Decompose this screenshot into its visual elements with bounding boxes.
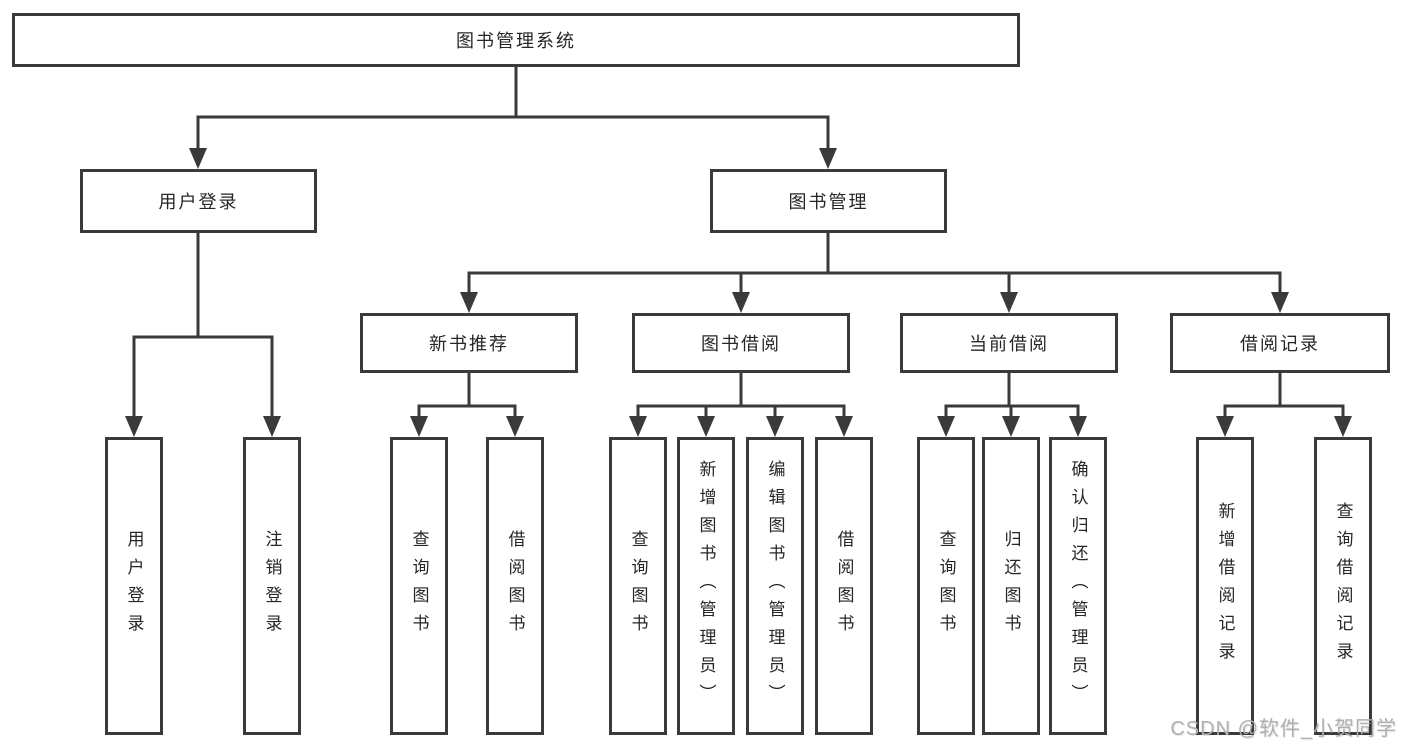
leaf-confirm-return-admin-label: 确认归还（管理员） <box>1068 460 1088 712</box>
node-current-borrow-label: 当前借阅 <box>969 334 1049 354</box>
node-book-management-label: 图书管理 <box>788 192 869 212</box>
leaf-query-books-current: 查询图书 <box>917 437 975 735</box>
node-borrow-records: 借阅记录 <box>1170 313 1390 373</box>
leaf-add-borrow-record: 新增借阅记录 <box>1196 437 1254 735</box>
leaf-borrow-books-recommend: 借阅图书 <box>486 437 544 735</box>
leaf-query-borrow-record-label: 查询借阅记录 <box>1333 502 1353 670</box>
node-book-borrow: 图书借阅 <box>632 313 850 373</box>
leaf-return-book-label: 归还图书 <box>1001 530 1021 642</box>
leaf-query-books-recommend: 查询图书 <box>390 437 448 735</box>
leaf-edit-book-admin-label: 编辑图书（管理员） <box>765 460 785 712</box>
leaf-query-borrow-record: 查询借阅记录 <box>1314 437 1372 735</box>
leaf-edit-book-admin: 编辑图书（管理员） <box>746 437 804 735</box>
node-root: 图书管理系统 <box>12 13 1020 67</box>
leaf-query-books-borrow-label: 查询图书 <box>628 530 648 642</box>
leaf-add-book-admin: 新增图书（管理员） <box>677 437 735 735</box>
leaf-return-book: 归还图书 <box>982 437 1040 735</box>
node-root-label: 图书管理系统 <box>456 31 576 51</box>
leaf-add-book-admin-label: 新增图书（管理员） <box>696 460 716 712</box>
leaf-add-borrow-record-label: 新增借阅记录 <box>1215 502 1235 670</box>
leaf-user-login: 用户登录 <box>105 437 163 735</box>
node-borrow-records-label: 借阅记录 <box>1240 334 1320 354</box>
node-user-login-label: 用户登录 <box>158 192 239 212</box>
leaf-borrow-books: 借阅图书 <box>815 437 873 735</box>
node-book-borrow-label: 图书借阅 <box>701 334 781 354</box>
leaf-query-books-borrow: 查询图书 <box>609 437 667 735</box>
node-current-borrow: 当前借阅 <box>900 313 1118 373</box>
leaf-borrow-books-label: 借阅图书 <box>834 530 854 642</box>
node-new-book-recommend-label: 新书推荐 <box>429 334 509 354</box>
leaf-logout-label: 注销登录 <box>262 530 282 642</box>
node-book-management: 图书管理 <box>710 169 947 233</box>
node-user-login: 用户登录 <box>80 169 317 233</box>
leaf-query-books-current-label: 查询图书 <box>936 530 956 642</box>
leaf-logout: 注销登录 <box>243 437 301 735</box>
watermark: CSDN @软件_小贺同学 <box>1170 718 1397 740</box>
leaf-user-login-label: 用户登录 <box>124 530 144 642</box>
leaf-borrow-books-recommend-label: 借阅图书 <box>505 530 525 642</box>
leaf-confirm-return-admin: 确认归还（管理员） <box>1049 437 1107 735</box>
leaf-query-books-recommend-label: 查询图书 <box>409 530 429 642</box>
node-new-book-recommend: 新书推荐 <box>360 313 578 373</box>
